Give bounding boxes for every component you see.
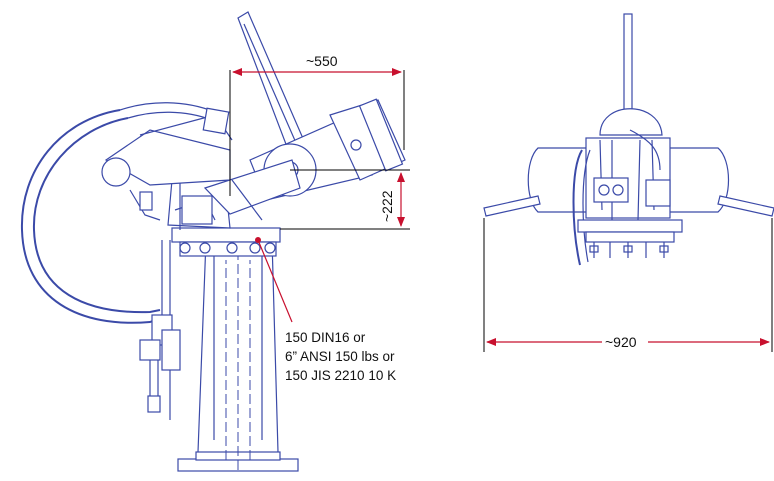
dimension-reach xyxy=(229,68,405,196)
flange-spec-line: 6” ANSI 150 lbs or xyxy=(285,349,395,364)
flange-leader xyxy=(255,237,293,323)
dimension-reach-label: ~550 xyxy=(306,53,338,69)
front-view-monitor xyxy=(483,13,774,266)
drive-motor xyxy=(101,107,233,221)
flange-spec-note: 150 DIN16 or 6” ANSI 150 lbs or 150 JIS … xyxy=(285,328,396,385)
flange-spec-line: 150 DIN16 or xyxy=(285,330,366,345)
dimension-width xyxy=(483,218,773,352)
dimension-height xyxy=(280,169,410,230)
monitor-barrel xyxy=(203,11,406,221)
side-view-monitor xyxy=(20,11,406,472)
dimension-width-label: ~920 xyxy=(605,334,637,350)
flange-spec-line: 150 JIS 2210 10 K xyxy=(285,368,397,383)
dimension-height-label: ~222 xyxy=(379,190,395,222)
